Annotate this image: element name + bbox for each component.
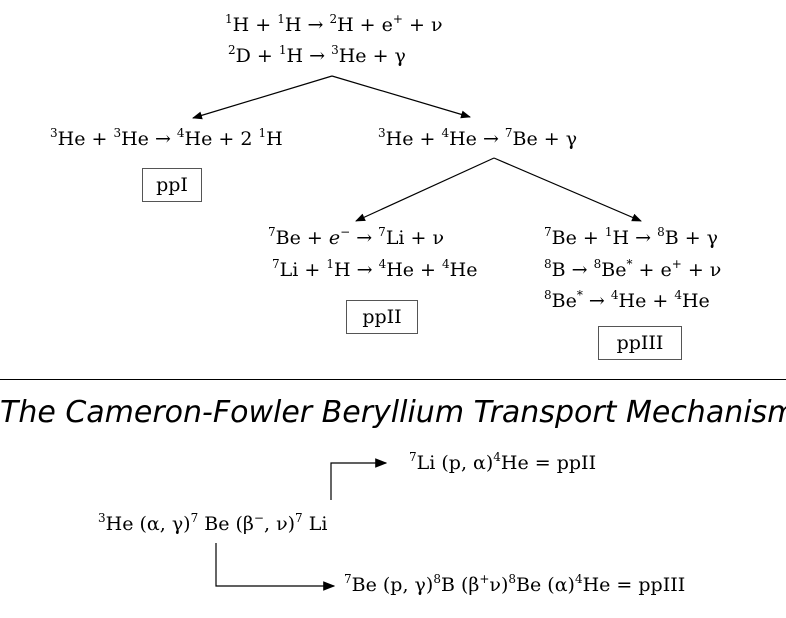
reaction-pp-1: 1H + 1H → 2H + e+ + ν (225, 12, 443, 36)
arrow-upper-branch (330, 458, 388, 500)
ppIII-label-box: ppIII (598, 326, 682, 360)
main-chain-reaction: 3He (α, γ)7 Be (β−, ν)7 Li (98, 511, 328, 535)
lower-branch-reaction: 7Be (p, γ)8B (β+ν)8Be (α)4He = ppIII (344, 572, 686, 596)
upper-branch-reaction: 7Li (p, α)4He = ppII (409, 450, 597, 474)
reaction-ppIII-2: 8B → 8Be* + e+ + ν (544, 257, 722, 281)
reaction-ppI: 3He + 3He → 4He + 2 1H (50, 126, 283, 150)
ppII-label: ppII (362, 306, 402, 328)
arrow-to-he3-he4 (331, 75, 471, 119)
reaction-pp-2: 2D + 1H → 3He + γ (228, 43, 406, 67)
arrow-lower-branch (215, 543, 336, 591)
ppIII-label: ppIII (616, 332, 664, 354)
section-divider (0, 379, 786, 380)
arrow-to-ppI (192, 75, 333, 120)
arrow-to-ppII (355, 157, 495, 222)
reaction-ppIII-1: 7Be + 1H → 8B + γ (544, 225, 719, 249)
reaction-ppII-2: 7Li + 1H → 4He + 4He (272, 257, 478, 281)
ppI-label: ppI (156, 174, 188, 196)
arrow-to-ppIII (493, 157, 642, 222)
ppII-label-box: ppII (346, 300, 418, 334)
reaction-ppIII-3: 8Be* → 4He + 4He (544, 288, 710, 312)
ppI-label-box: ppI (142, 168, 202, 202)
section-title: The Cameron-Fowler Beryllium Transport M… (0, 395, 786, 430)
reaction-he3-he4: 3He + 4He → 7Be + γ (378, 126, 578, 150)
reaction-ppII-1: 7Be + e− → 7Li + ν (268, 225, 445, 249)
